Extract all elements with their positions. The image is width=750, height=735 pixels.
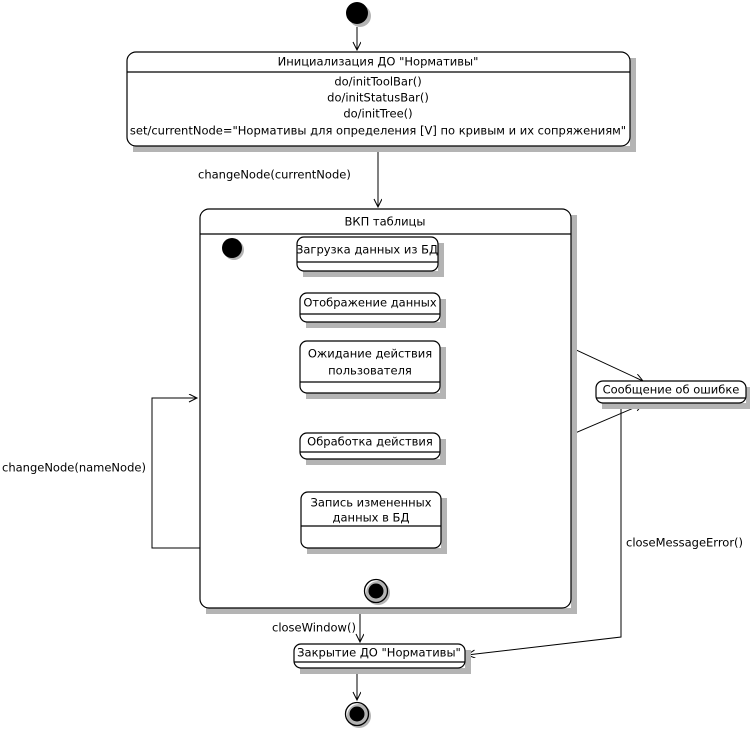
edge-label-close-window: closeWindow(): [272, 621, 356, 635]
init-state-action-3: do/initTree(): [343, 107, 412, 121]
state-wait-user-action[interactable]: Ожидание действия пользователя: [299, 340, 446, 399]
state-save-data[interactable]: Запись измененных данных в БД: [300, 491, 447, 554]
state-error-message[interactable]: Сообщение об ошибке: [595, 380, 750, 409]
edge-label-change-current-node: changeNode(currentNode): [198, 168, 351, 182]
state-close-document[interactable]: Закрытие ДО "Нормативы": [293, 643, 471, 674]
state-show-data[interactable]: Отображение данных: [299, 292, 446, 328]
init-state-action-1: do/initToolBar(): [334, 75, 421, 89]
edge-label-change-node: changeNode(nameNode): [2, 461, 146, 475]
edge-error-to-close: closeMessageError(): [467, 405, 743, 655]
initial-state-start: [346, 2, 371, 27]
save-data-label-line1: Запись измененных: [310, 496, 431, 510]
final-state-end: [344, 701, 371, 728]
state-initialization[interactable]: Инициализация ДО "Нормативы" do/initTool…: [126, 51, 636, 152]
state-load-data[interactable]: Загрузка данных из БД: [296, 236, 444, 277]
init-state-action-2: do/initStatusBar(): [327, 91, 429, 105]
state-composite-table-vkp[interactable]: ВКП таблицы: [199, 208, 577, 614]
edge-init-to-composite: changeNode(currentNode): [198, 147, 378, 207]
error-message-label: Сообщение об ошибке: [603, 383, 740, 397]
process-action-label: Обработка действия: [307, 435, 433, 449]
wait-user-action-label-line2: пользователя: [328, 364, 412, 378]
initial-state-inner-start: [222, 238, 244, 260]
composite-state-title: ВКП таблицы: [345, 215, 426, 229]
init-state-title: Инициализация ДО "Нормативы": [278, 55, 479, 69]
state-process-action[interactable]: Обработка действия: [299, 432, 446, 465]
final-state-inner: [363, 578, 390, 605]
wait-user-action-label-line1: Ожидание действия: [308, 347, 432, 361]
close-document-label: Закрытие ДО "Нормативы": [297, 646, 461, 660]
edge-label-close-message-error: closeMessageError(): [626, 536, 743, 550]
save-data-label-line2: данных в БД: [333, 511, 410, 525]
init-state-action-4: set/currentNode="Нормативы для определен…: [130, 124, 626, 138]
load-data-label: Загрузка данных из БД: [296, 243, 438, 257]
show-data-label: Отображение данных: [303, 296, 437, 310]
